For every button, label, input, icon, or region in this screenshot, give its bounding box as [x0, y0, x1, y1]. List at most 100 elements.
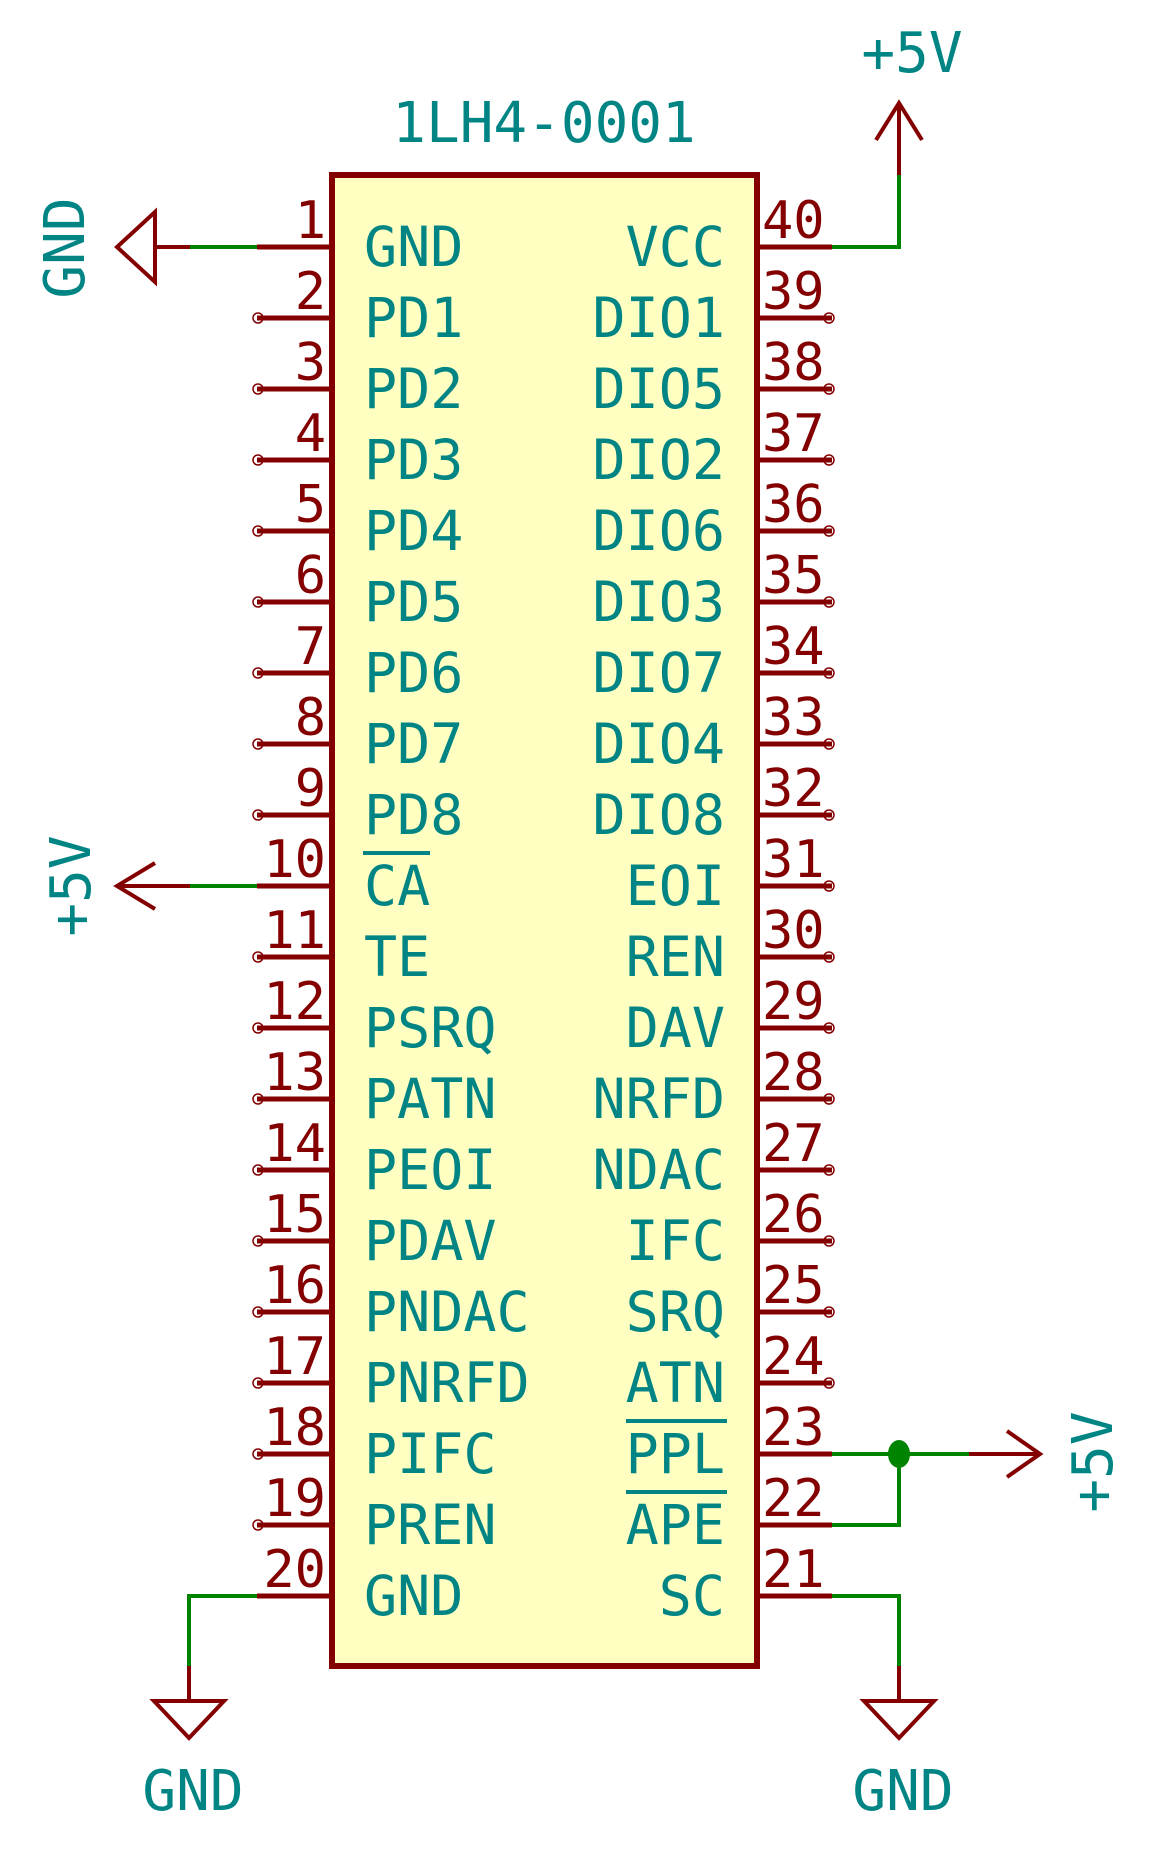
pin-number: 3 — [295, 333, 326, 393]
pin-name: PIFC — [364, 1422, 496, 1486]
pin-number: 39 — [762, 262, 825, 322]
power-symbol-vcc-top[interactable]: +5V — [832, 21, 963, 249]
pin-name: PNDAC — [364, 1280, 530, 1344]
pin-name: PD4 — [364, 499, 463, 563]
power-symbol-ppl-ape[interactable]: +5V — [832, 1411, 1126, 1527]
pin-number: 31 — [762, 830, 825, 890]
pin-number: 6 — [295, 546, 326, 606]
unconnected-pin-marker — [252, 596, 264, 608]
pin-name: DIO5 — [593, 357, 725, 421]
unconnected-pin-marker — [252, 1022, 264, 1034]
unconnected-pin-marker — [823, 667, 835, 679]
unconnected-pin-marker — [823, 738, 835, 750]
pin-name: PATN — [364, 1067, 496, 1131]
pin-number: 2 — [295, 262, 326, 322]
pin-number: 23 — [762, 1398, 825, 1458]
unconnected-pin-marker — [252, 1306, 264, 1318]
unconnected-pin-marker — [252, 1235, 264, 1247]
pin-number: 30 — [762, 901, 825, 961]
pin-number: 37 — [762, 404, 825, 464]
pin-number: 28 — [762, 1043, 825, 1103]
pin-name: PD5 — [364, 570, 463, 634]
unconnected-pin-marker — [823, 1306, 835, 1318]
pin-name: DIO6 — [593, 499, 725, 563]
unconnected-pin-marker — [252, 312, 264, 324]
pin-number: 8 — [295, 688, 326, 748]
power-label-vcc-top: +5V — [861, 21, 962, 86]
pin-number: 20 — [263, 1540, 326, 1600]
pin-number: 18 — [263, 1398, 326, 1458]
pin-name: PD2 — [364, 357, 463, 421]
pin-name: PD3 — [364, 428, 463, 492]
pin-name: APE — [626, 1493, 725, 1557]
pin-name: PD6 — [364, 641, 463, 705]
pin-number: 26 — [762, 1185, 825, 1245]
pin-number: 29 — [762, 972, 825, 1032]
unconnected-pin-marker — [252, 525, 264, 537]
gnd-symbol-pin20[interactable]: GND — [142, 1594, 257, 1824]
power-symbol-pin10[interactable]: +5V — [39, 835, 257, 937]
pin-name: ATN — [626, 1351, 725, 1415]
pin-number: 7 — [295, 617, 326, 677]
pin-number: 24 — [762, 1327, 825, 1387]
unconnected-pin-marker — [252, 951, 264, 963]
unconnected-pin-marker — [252, 809, 264, 821]
unconnected-pin-marker — [823, 809, 835, 821]
pin-name: GND — [364, 1564, 463, 1628]
pin-name: DIO3 — [593, 570, 725, 634]
pin-name: TE — [364, 925, 430, 989]
pin-number: 4 — [295, 404, 326, 464]
pin-name: GND — [364, 215, 463, 279]
component-reference: 1LH4-0001 — [392, 91, 695, 156]
unconnected-pin-marker — [823, 1093, 835, 1105]
pin-name: PEOI — [364, 1138, 496, 1202]
pin-name: VCC — [626, 215, 725, 279]
pin-number: 9 — [295, 759, 326, 819]
power-label-pin10: +5V — [39, 835, 104, 936]
gnd-symbol-pin1[interactable]: GND — [33, 197, 257, 299]
pin-name: PREN — [364, 1493, 496, 1557]
unconnected-pin-marker — [252, 454, 264, 466]
unconnected-pin-marker — [252, 738, 264, 750]
pin-number: 17 — [263, 1327, 326, 1387]
pin-number: 27 — [762, 1114, 825, 1174]
unconnected-pin-marker — [823, 1164, 835, 1176]
unconnected-pin-marker — [823, 1235, 835, 1247]
pin-name: CA — [364, 854, 430, 918]
pin-number: 33 — [762, 688, 825, 748]
pin-number: 40 — [762, 191, 825, 251]
pin-number: 1 — [295, 191, 326, 251]
pin-name: SC — [659, 1564, 725, 1628]
pin-name: DIO2 — [593, 428, 725, 492]
pin-number: 25 — [762, 1256, 825, 1316]
pin-name: PD8 — [364, 783, 463, 847]
unconnected-pin-marker — [252, 667, 264, 679]
pin-name: NRFD — [593, 1067, 725, 1131]
unconnected-pin-marker — [252, 383, 264, 395]
gnd-label-pin21: GND — [852, 1759, 953, 1824]
gnd-label-pin1: GND — [33, 197, 98, 298]
unconnected-pin-marker — [252, 1093, 264, 1105]
pin-name: DIO7 — [593, 641, 725, 705]
unconnected-pin-marker — [823, 880, 835, 892]
pin-number: 34 — [762, 617, 825, 677]
unconnected-pin-marker — [823, 454, 835, 466]
unconnected-pin-marker — [252, 1448, 264, 1460]
pin-name: DIO8 — [593, 783, 725, 847]
pin-number: 11 — [263, 901, 326, 961]
pin-number: 15 — [263, 1185, 326, 1245]
pin-number: 38 — [762, 333, 825, 393]
pin-name: DIO4 — [593, 712, 725, 776]
pin-name: PSRQ — [364, 996, 496, 1060]
pin-number: 12 — [263, 972, 326, 1032]
pin-name: PD7 — [364, 712, 463, 776]
pin-number: 16 — [263, 1256, 326, 1316]
unconnected-pin-marker — [823, 951, 835, 963]
pin-name: PD1 — [364, 286, 463, 350]
pin-name: SRQ — [626, 1280, 725, 1344]
component-body[interactable] — [329, 172, 760, 1669]
gnd-symbol-pin21[interactable]: GND — [832, 1594, 954, 1824]
pin-number: 35 — [762, 546, 825, 606]
